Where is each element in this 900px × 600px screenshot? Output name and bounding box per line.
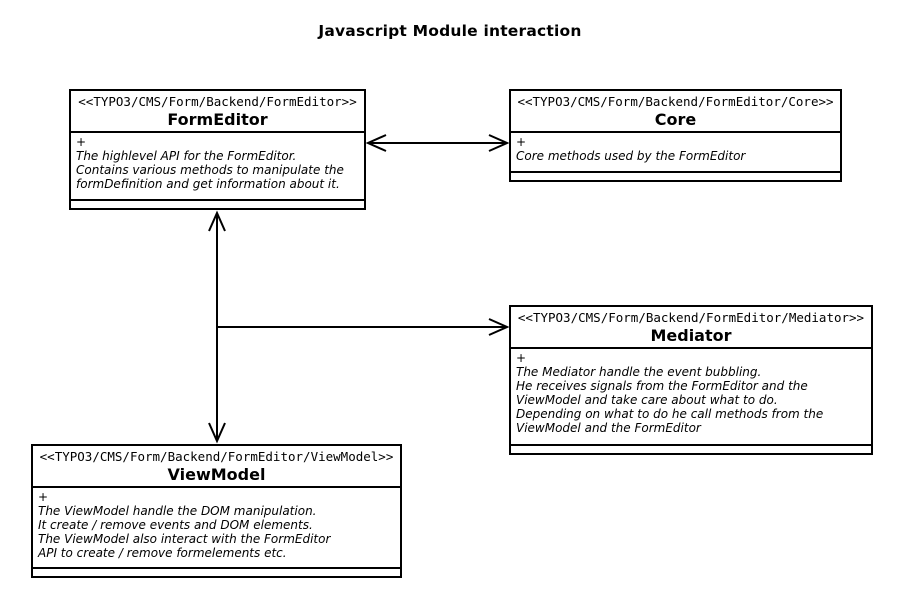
node-core: <<TYPO3/CMS/Form/Backend/FormEditor/Core…	[509, 89, 842, 182]
node-viewmodel-name: ViewModel	[167, 465, 266, 484]
node-mediator-desc-line: Depending on what to do he call methods …	[516, 407, 824, 421]
node-mediator-stereotype: <<TYPO3/CMS/Form/Backend/FormEditor/Medi…	[517, 310, 865, 325]
node-viewmodel-stereotype: <<TYPO3/CMS/Form/Backend/FormEditor/View…	[39, 449, 394, 464]
node-mediator: <<TYPO3/CMS/Form/Backend/FormEditor/Medi…	[509, 305, 873, 455]
node-formeditor-body: + The highlevel API for the FormEditor. …	[71, 133, 364, 199]
node-mediator-methods-compartment	[511, 444, 871, 453]
node-mediator-visibility: +	[516, 351, 527, 365]
node-mediator-desc-line: The Mediator handle the event bubbling.	[516, 365, 762, 379]
node-formeditor-name: FormEditor	[167, 110, 268, 129]
node-formeditor: <<TYPO3/CMS/Form/Backend/FormEditor>> Fo…	[69, 89, 366, 210]
node-formeditor-desc-line: Contains various methods to manipulate t…	[76, 163, 344, 177]
node-mediator-desc-line: ViewModel and take care about what to do…	[516, 393, 778, 407]
node-core-body: + Core methods used by the FormEditor	[511, 133, 840, 171]
node-mediator-name: Mediator	[650, 326, 732, 345]
node-mediator-desc-line: ViewModel and the FormEditor	[516, 421, 701, 435]
node-core-desc-line: Core methods used by the FormEditor	[516, 149, 746, 163]
node-formeditor-visibility: +	[76, 135, 87, 149]
node-mediator-header: <<TYPO3/CMS/Form/Backend/FormEditor/Medi…	[511, 307, 871, 349]
node-formeditor-desc-line: The highlevel API for the FormEditor.	[76, 149, 297, 163]
node-viewmodel-visibility: +	[38, 490, 49, 504]
node-core-visibility: +	[516, 135, 527, 149]
node-viewmodel-desc-line: The ViewModel handle the DOM manipulatio…	[38, 504, 317, 518]
node-formeditor-header: <<TYPO3/CMS/Form/Backend/FormEditor>> Fo…	[71, 91, 364, 133]
node-core-stereotype: <<TYPO3/CMS/Form/Backend/FormEditor/Core…	[517, 94, 834, 109]
node-formeditor-desc-line: formDefinition and get information about…	[76, 177, 340, 191]
arrow-formeditor-core	[365, 134, 510, 152]
node-mediator-body: + The Mediator handle the event bubbling…	[511, 349, 871, 444]
node-core-name: Core	[654, 110, 697, 129]
node-viewmodel-desc-line: It create / remove events and DOM elemen…	[38, 518, 313, 532]
node-viewmodel-desc-line: The ViewModel also interact with the For…	[38, 532, 331, 546]
node-viewmodel-header: <<TYPO3/CMS/Form/Backend/FormEditor/View…	[33, 446, 400, 488]
node-viewmodel: <<TYPO3/CMS/Form/Backend/FormEditor/View…	[31, 444, 402, 578]
node-formeditor-stereotype: <<TYPO3/CMS/Form/Backend/FormEditor>>	[78, 94, 357, 109]
node-core-header: <<TYPO3/CMS/Form/Backend/FormEditor/Core…	[511, 91, 840, 133]
node-viewmodel-desc-line: API to create / remove formelements etc.	[38, 546, 287, 560]
arrow-link-to-mediator	[217, 318, 510, 336]
diagram-title: Javascript Module interaction	[318, 22, 582, 40]
node-formeditor-methods-compartment	[71, 199, 364, 208]
node-core-methods-compartment	[511, 171, 840, 180]
node-mediator-desc-line: He receives signals from the FormEditor …	[516, 379, 808, 393]
node-viewmodel-body: + The ViewModel handle the DOM manipulat…	[33, 488, 400, 567]
node-viewmodel-methods-compartment	[33, 567, 400, 576]
